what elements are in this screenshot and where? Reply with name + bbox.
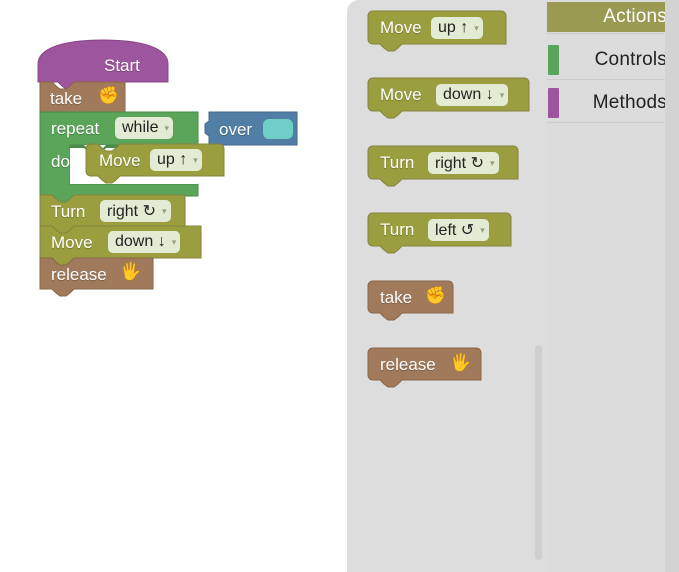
toolbox-category-controls-label: Controls bbox=[594, 49, 667, 70]
turn-direction-value: right ↻ bbox=[107, 203, 156, 220]
palette-flyout[interactable]: Move up ↑ ▾ Move down ↓ ▾ Turn righ bbox=[347, 0, 547, 572]
palette-block-release[interactable]: release 🖐 bbox=[367, 347, 482, 388]
palette-move-up-dropdown[interactable]: up ↑ ▾ bbox=[431, 17, 483, 39]
repeat-mode-value: while bbox=[122, 119, 159, 136]
toolbox-divider-2 bbox=[547, 79, 679, 80]
workspace-canvas[interactable]: Start take ✊ repeat while ▾ do bbox=[0, 0, 347, 572]
hand-icon: 🖐 bbox=[120, 262, 142, 282]
block-take[interactable]: take ✊ bbox=[39, 81, 126, 120]
toolbox-divider-1 bbox=[547, 33, 679, 34]
chevron-down-icon: ▾ bbox=[193, 154, 198, 165]
palette-turn-right-label: Turn bbox=[380, 153, 415, 172]
move-direction-value: down ↓ bbox=[115, 233, 166, 250]
block-turn-label: Turn bbox=[51, 202, 86, 221]
palette-block-release-shape bbox=[367, 347, 482, 388]
block-release-label: release bbox=[51, 265, 107, 284]
move-direction-dropdown[interactable]: down ↓ ▾ bbox=[108, 231, 181, 253]
chevron-down-icon: ▾ bbox=[499, 89, 505, 100]
palette-turn-left-dropdown[interactable]: left ↺ ▾ bbox=[428, 219, 489, 241]
block-start[interactable]: Start bbox=[37, 39, 169, 90]
palette-block-take[interactable]: take ✊ bbox=[367, 280, 454, 321]
palette-block-move-down[interactable]: Move down ↓ ▾ bbox=[367, 77, 530, 119]
move-nested-direction-dropdown[interactable]: up ↑ ▾ bbox=[150, 149, 202, 171]
toolbox-category-methods[interactable]: Methods bbox=[547, 88, 679, 118]
block-turn-right[interactable]: Turn right ↻ ▾ bbox=[39, 194, 186, 234]
chevron-down-icon: ▾ bbox=[480, 224, 485, 235]
toolbox-divider-3 bbox=[547, 122, 679, 123]
block-release-shape bbox=[39, 257, 154, 297]
toolbox-category-controls[interactable]: Controls bbox=[547, 45, 679, 75]
chevron-down-icon: ▾ bbox=[474, 22, 479, 33]
controls-color-swatch-icon bbox=[548, 45, 559, 75]
turn-direction-dropdown[interactable]: right ↻ ▾ bbox=[100, 200, 171, 222]
block-take-label: take bbox=[50, 89, 83, 108]
fist-icon: ✊ bbox=[98, 86, 120, 106]
palette-take-label: take bbox=[380, 288, 413, 307]
move-nested-direction-value: up ↑ bbox=[157, 151, 188, 168]
chevron-down-icon: ▾ bbox=[161, 205, 167, 216]
toolbox-right-edge bbox=[665, 0, 679, 572]
block-over-condition[interactable]: over bbox=[204, 111, 298, 146]
palette-block-turn-right[interactable]: Turn right ↻ ▾ bbox=[367, 145, 519, 187]
palette-block-move-up[interactable]: Move up ↑ ▾ bbox=[367, 10, 507, 52]
palette-move-down-label: Move bbox=[380, 85, 422, 104]
palette-turn-left-label: Turn bbox=[380, 220, 415, 239]
block-release[interactable]: release 🖐 bbox=[39, 257, 154, 297]
toolbox-categories: Actions Controls Methods bbox=[547, 0, 679, 572]
block-repeat-do-label: do bbox=[51, 152, 70, 171]
palette-turn-left-value: left ↺ bbox=[435, 222, 475, 239]
block-start-label: Start bbox=[104, 56, 140, 75]
palette-move-up-value: up ↑ bbox=[438, 19, 469, 36]
chevron-down-icon: ▾ bbox=[164, 122, 169, 133]
fist-icon: ✊ bbox=[425, 286, 447, 306]
palette-block-turn-left[interactable]: Turn left ↺ ▾ bbox=[367, 212, 512, 254]
toolbox-category-methods-label: Methods bbox=[592, 92, 667, 113]
palette-block-take-shape bbox=[367, 280, 454, 321]
block-repeat-label: repeat bbox=[51, 119, 100, 138]
block-over-label: over bbox=[219, 120, 253, 139]
hand-icon: 🖐 bbox=[450, 353, 472, 373]
chevron-down-icon: ▾ bbox=[489, 157, 495, 168]
toolbox-category-actions-label: Actions bbox=[603, 6, 667, 27]
palette-move-down-value: down ↓ bbox=[443, 86, 494, 103]
block-move-down[interactable]: Move down ↓ ▾ bbox=[39, 225, 202, 266]
chevron-down-icon: ▾ bbox=[171, 236, 177, 247]
block-move-nested-label: Move bbox=[99, 151, 141, 170]
block-move-label: Move bbox=[51, 233, 93, 252]
palette-move-up-label: Move bbox=[380, 18, 422, 37]
palette-release-label: release bbox=[380, 355, 436, 374]
repeat-mode-dropdown[interactable]: while ▾ bbox=[115, 117, 173, 139]
palette-turn-right-dropdown[interactable]: right ↻ ▾ bbox=[428, 152, 499, 174]
over-value-slot[interactable] bbox=[263, 119, 293, 139]
palette-scrollbar[interactable] bbox=[535, 345, 542, 560]
toolbox-category-actions[interactable]: Actions bbox=[547, 2, 679, 32]
palette-move-down-dropdown[interactable]: down ↓ ▾ bbox=[436, 84, 509, 106]
methods-color-swatch-icon bbox=[548, 88, 559, 118]
block-move-up-nested[interactable]: Move up ↑ ▾ bbox=[85, 143, 225, 184]
palette-turn-right-value: right ↻ bbox=[435, 155, 484, 172]
